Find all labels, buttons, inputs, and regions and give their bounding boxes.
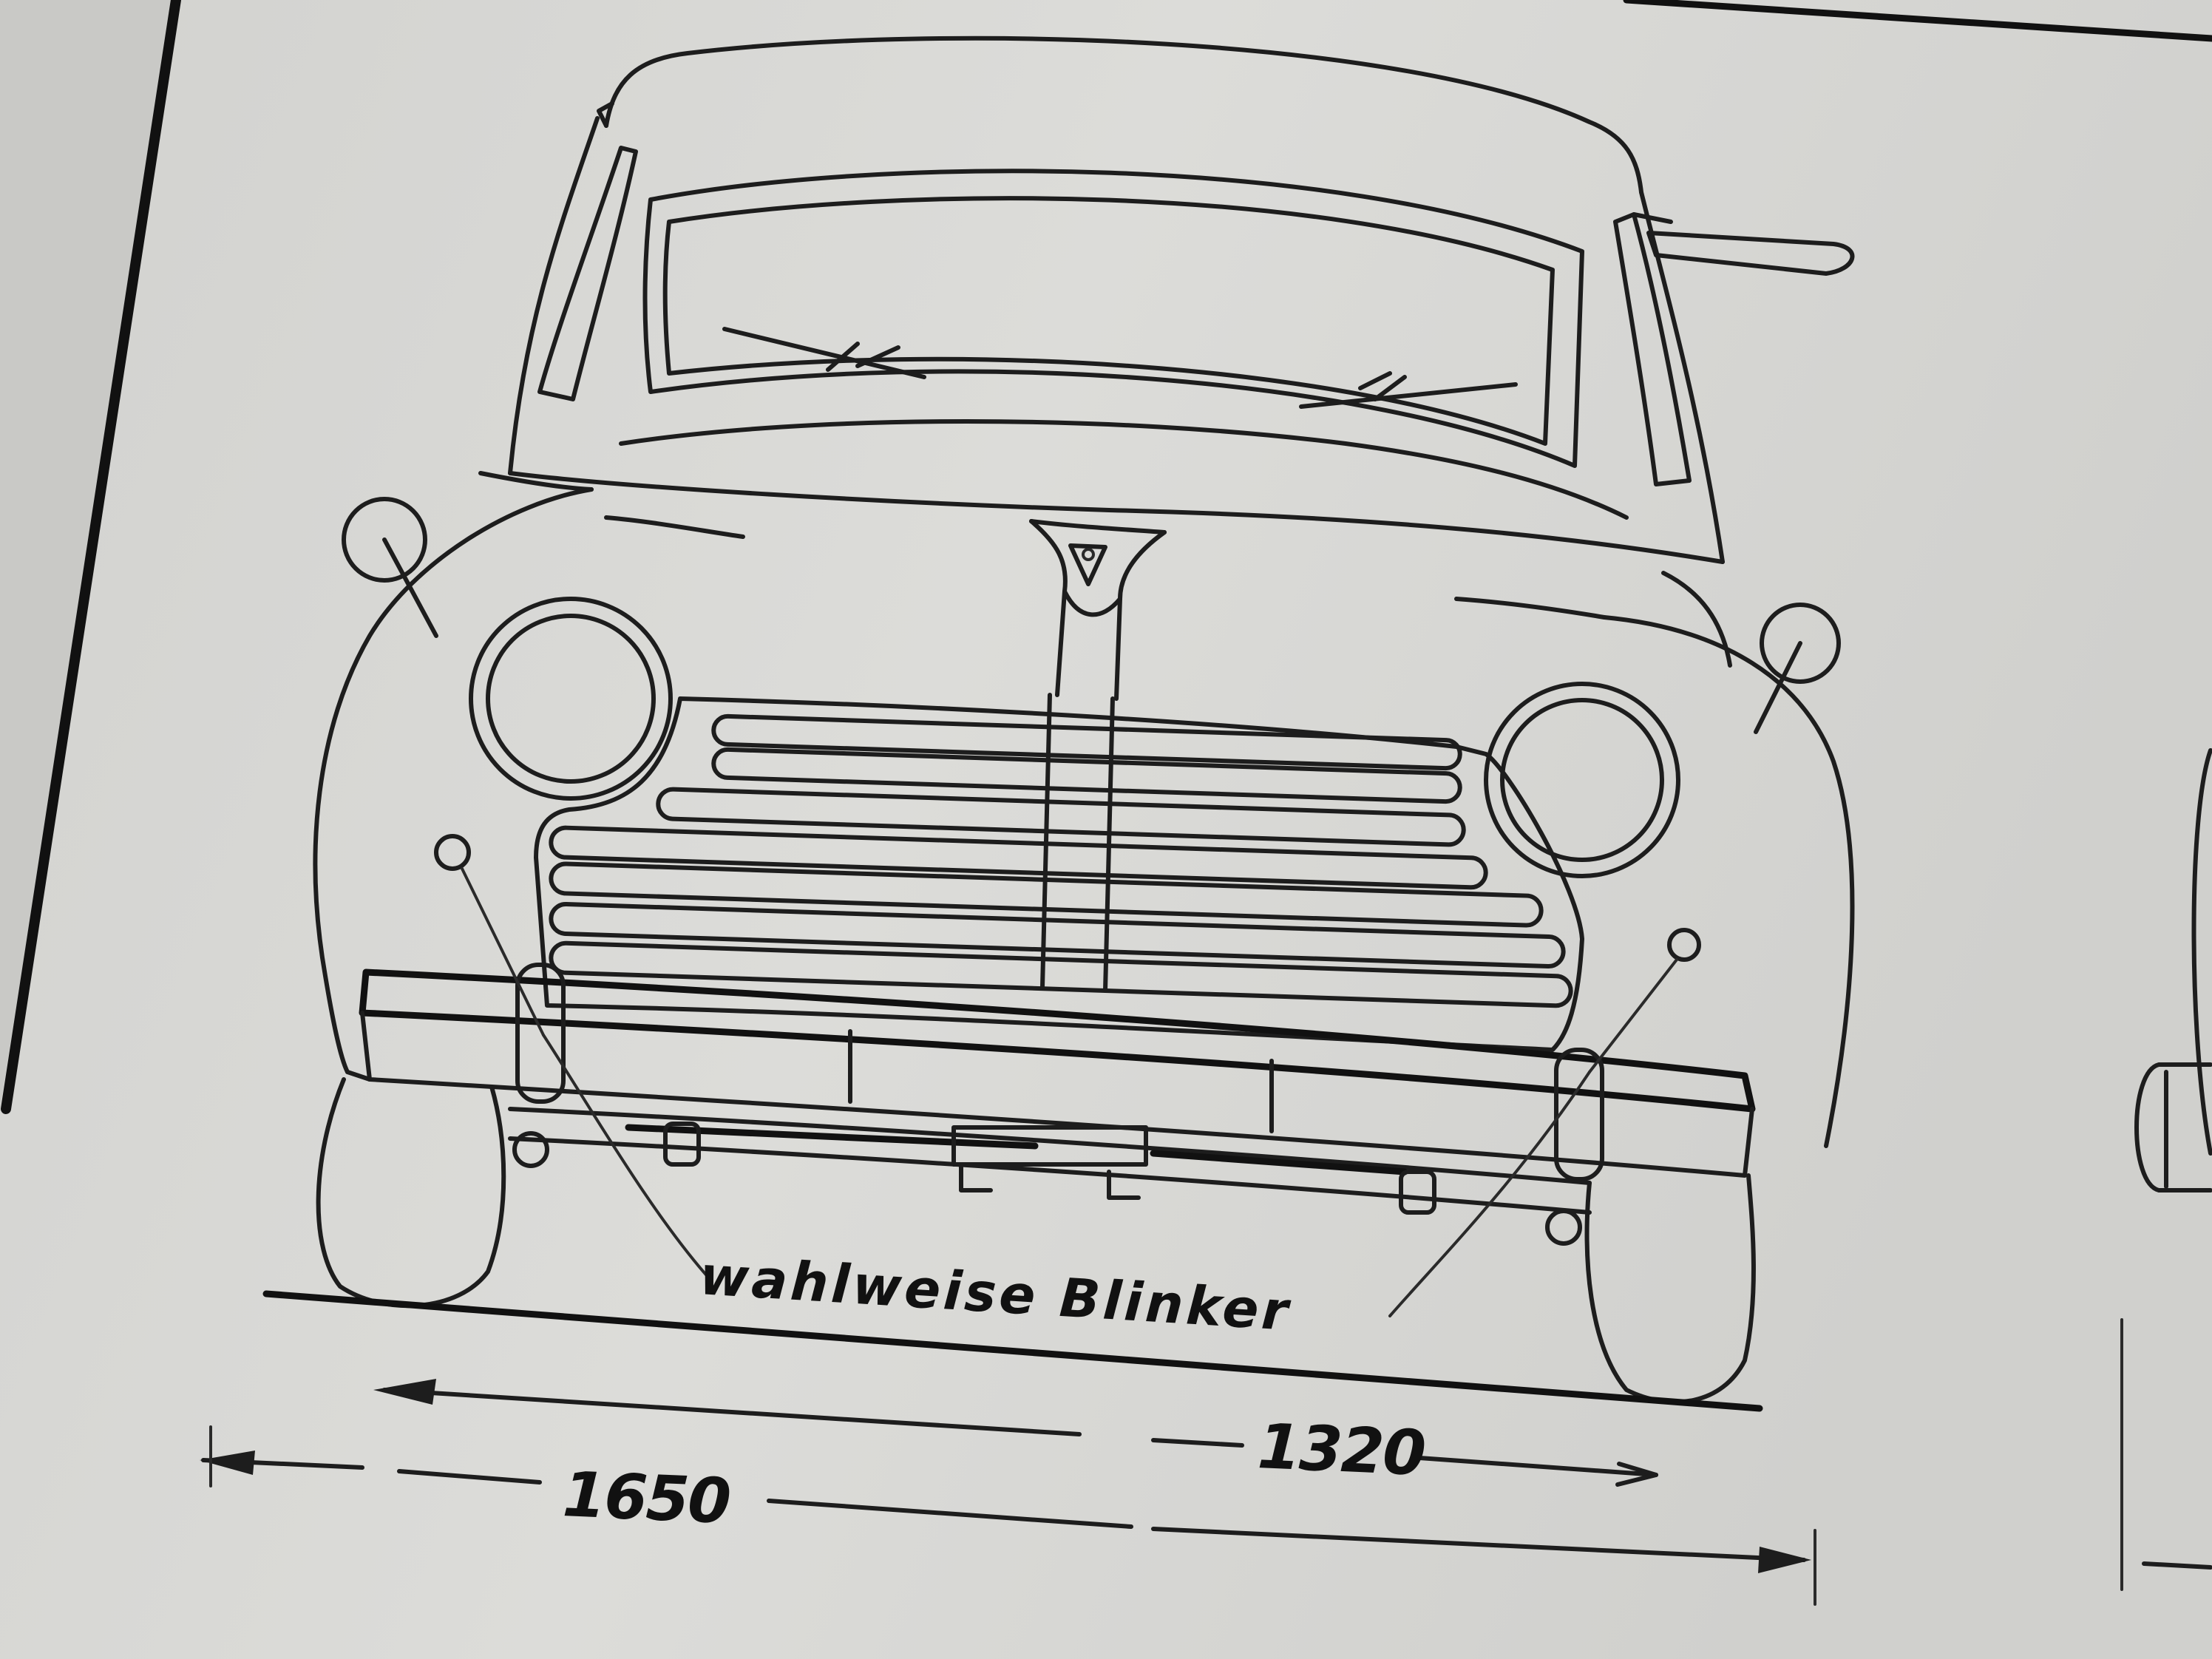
- radiator-grille: [534, 693, 1584, 1052]
- dimension-track-line: [373, 1379, 1658, 1487]
- bonnet-crest: [1029, 519, 1167, 701]
- overall-width-label: 1650: [561, 1458, 731, 1538]
- dimension-overall-line: [200, 1425, 1816, 1606]
- wiper-left: [722, 327, 926, 379]
- front-valance: [508, 1107, 1592, 1215]
- mirror-right: [1754, 603, 1841, 734]
- a-pillars: [537, 146, 1692, 486]
- fender-right: [1602, 615, 1855, 1148]
- ground-line: [262, 1290, 1763, 1412]
- side-mirror-arm: [1632, 212, 1855, 276]
- headlamp-right: [1484, 682, 1680, 878]
- indicator-left: [434, 834, 545, 1037]
- leader-line-right: [1388, 1071, 1591, 1317]
- track-width-label: 1320: [1256, 1410, 1426, 1490]
- wiper-right: [1299, 371, 1518, 409]
- front-bumper: [345, 968, 1756, 1178]
- bonnet: [478, 419, 1732, 668]
- mirror-left: [342, 497, 438, 638]
- fender-left: [313, 487, 594, 1074]
- frame-edge: [1, 0, 181, 1114]
- side-view-fragment: [2120, 748, 2212, 1591]
- headlamp-left: [469, 597, 673, 801]
- brand-badge-icon: [1068, 543, 1107, 586]
- windshield: [642, 169, 1584, 468]
- leader-line-left: [542, 1034, 711, 1280]
- indicator-right: [1588, 928, 1701, 1073]
- overrider-left: [512, 963, 566, 1168]
- frame-top-line: [1623, 0, 2212, 42]
